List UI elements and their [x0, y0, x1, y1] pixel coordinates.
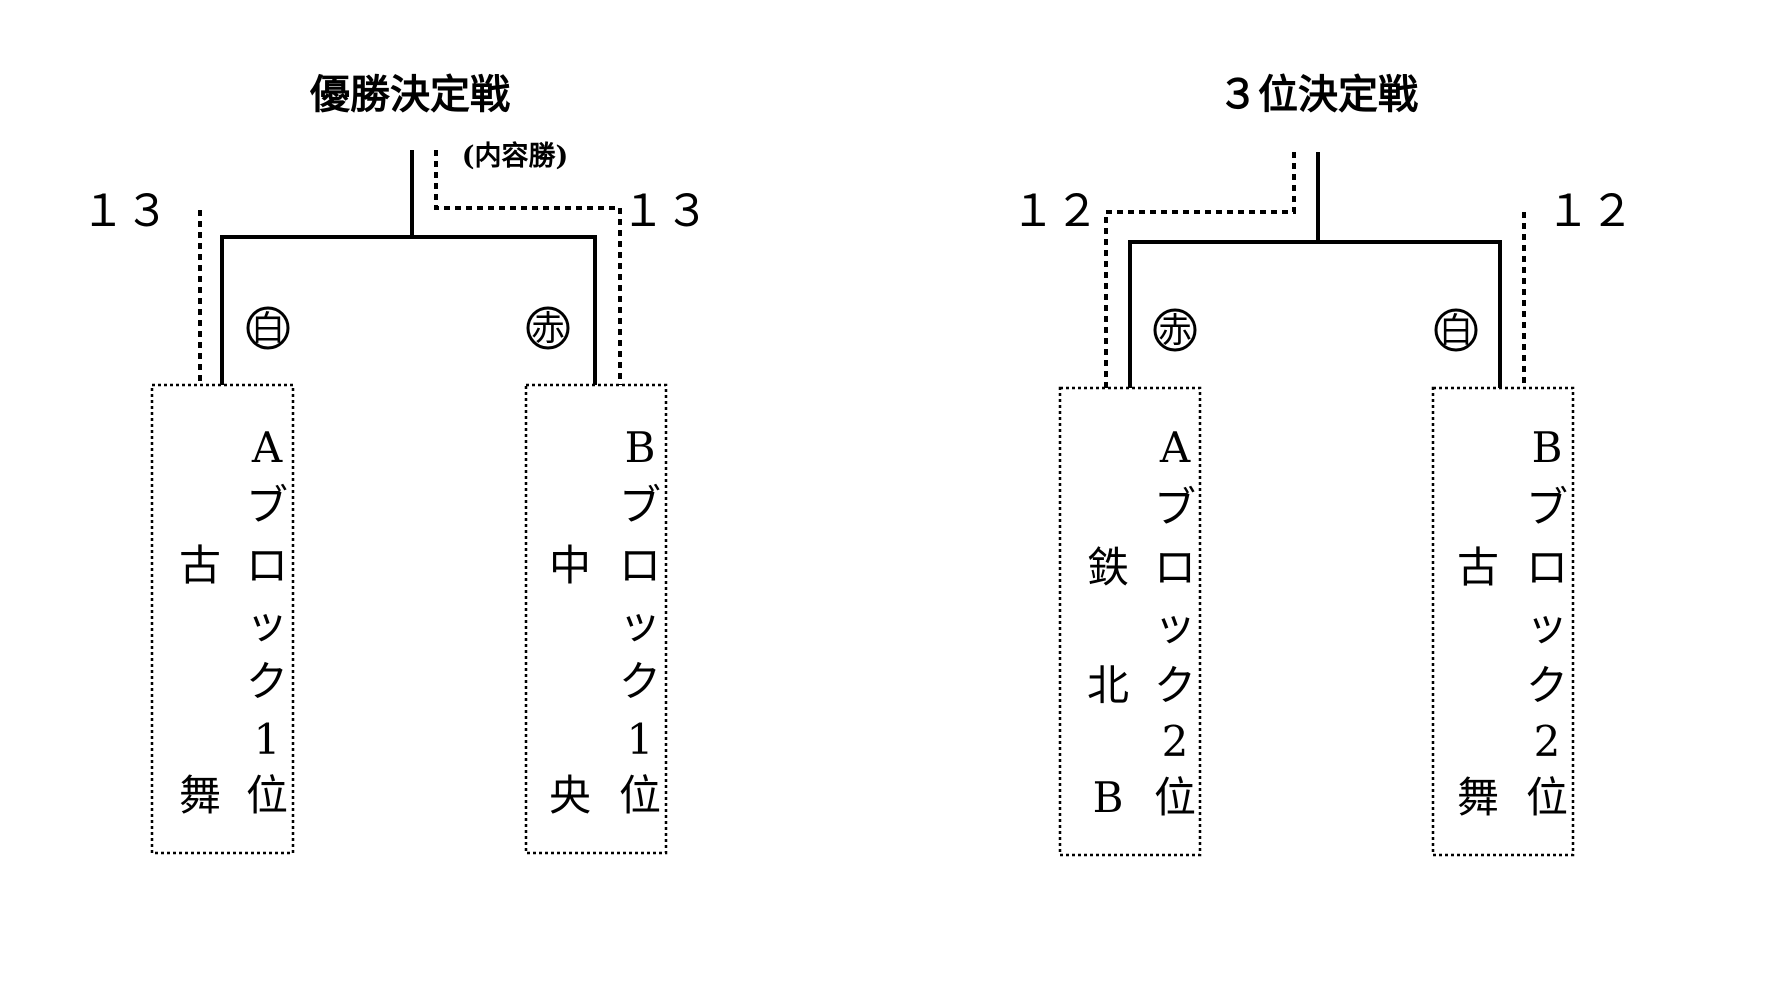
block-char: ッ [1526, 601, 1568, 650]
block-char: ブ [1154, 483, 1196, 532]
block-char: ロ [1154, 543, 1196, 592]
third-right-score: １２ [1546, 186, 1634, 237]
side-circle [526, 306, 570, 350]
block-char: ブ [1526, 483, 1568, 532]
team-box-frame [150, 383, 295, 855]
block-char: ロ [246, 541, 288, 590]
final-winner-path [434, 150, 622, 385]
third-left-score: １２ [1011, 186, 1099, 237]
final-left-score: １３ [81, 186, 169, 237]
third-place-bracket: ３位決定戦 １２ １２ 赤 白 鉄 北 B A ブ ロ ッ ク [1011, 71, 1634, 857]
side-circle [1434, 308, 1478, 352]
third-right-team-box: 古 舞 B ブ ロ ッ ク 2 位 [1431, 386, 1575, 857]
block-char: B [1532, 423, 1563, 472]
team-name-char: 央 [549, 771, 591, 820]
block-char: ロ [1526, 543, 1568, 592]
block-char: ク [246, 657, 288, 706]
final-bracket: 優勝決定戦 (内容勝) １３ １３ 白 赤 古 舞 A ブ ロ ッ [81, 71, 709, 855]
block-char: A [1159, 423, 1191, 472]
block-char: ッ [1154, 601, 1196, 650]
side-circle [246, 306, 290, 350]
third-winner-path [1104, 152, 1296, 388]
team-name-char: 鉄 [1087, 543, 1129, 592]
team-box-frame [1058, 386, 1202, 857]
team-name-char: 舞 [179, 771, 221, 820]
team-name-char: 中 [549, 541, 591, 590]
team-name-char: 北 [1087, 661, 1129, 710]
final-right-team-box: 中 央 B ブ ロ ッ ク 1 位 [524, 383, 668, 855]
third-right-side-badge: 白 [1434, 308, 1478, 352]
third-left-side-badge: 赤 [1153, 308, 1197, 352]
team-name-char: 古 [1457, 543, 1499, 592]
final-bracket-line [220, 235, 597, 385]
team-box-frame [1431, 386, 1575, 857]
final-left-side-badge: 白 [246, 306, 290, 350]
block-char: ク [1154, 661, 1196, 710]
block-char: ク [619, 657, 661, 706]
block-char: 位 [246, 771, 288, 820]
third-right-side: 白 [1439, 311, 1473, 351]
final-right-side-badge: 赤 [526, 306, 570, 350]
block-char: B [625, 423, 656, 472]
team-name-char: 古 [179, 541, 221, 590]
block-char: ブ [246, 481, 288, 530]
final-title: 優勝決定戦 [309, 71, 510, 118]
third-bracket-line [1128, 240, 1502, 388]
block-char: ッ [619, 599, 661, 648]
final-right-side: 赤 [531, 309, 565, 349]
final-left-side: 白 [251, 309, 285, 349]
block-char: ッ [246, 599, 288, 648]
block-char: ブ [619, 481, 661, 530]
block-char: 1 [254, 715, 281, 764]
team-box-frame [524, 383, 668, 855]
third-title: ３位決定戦 [1218, 71, 1418, 118]
block-char: 2 [1162, 717, 1189, 766]
final-left-team-box: 古 舞 A ブ ロ ッ ク 1 位 [150, 383, 295, 855]
block-char: A [251, 423, 283, 472]
block-char: 2 [1534, 717, 1561, 766]
block-char: 位 [619, 771, 661, 820]
block-char: 位 [1154, 773, 1196, 822]
final-note: (内容勝) [462, 140, 569, 172]
block-char: 位 [1526, 773, 1568, 822]
third-left-team-box: 鉄 北 B A ブ ロ ッ ク 2 位 [1058, 386, 1202, 857]
team-name-char: B [1093, 773, 1124, 822]
block-char: 1 [627, 715, 654, 764]
final-right-score: １３ [621, 186, 709, 237]
block-char: ク [1526, 661, 1568, 710]
team-name-char: 舞 [1457, 773, 1499, 822]
side-circle [1153, 308, 1197, 352]
block-char: ロ [619, 541, 661, 590]
third-left-side: 赤 [1158, 311, 1192, 351]
